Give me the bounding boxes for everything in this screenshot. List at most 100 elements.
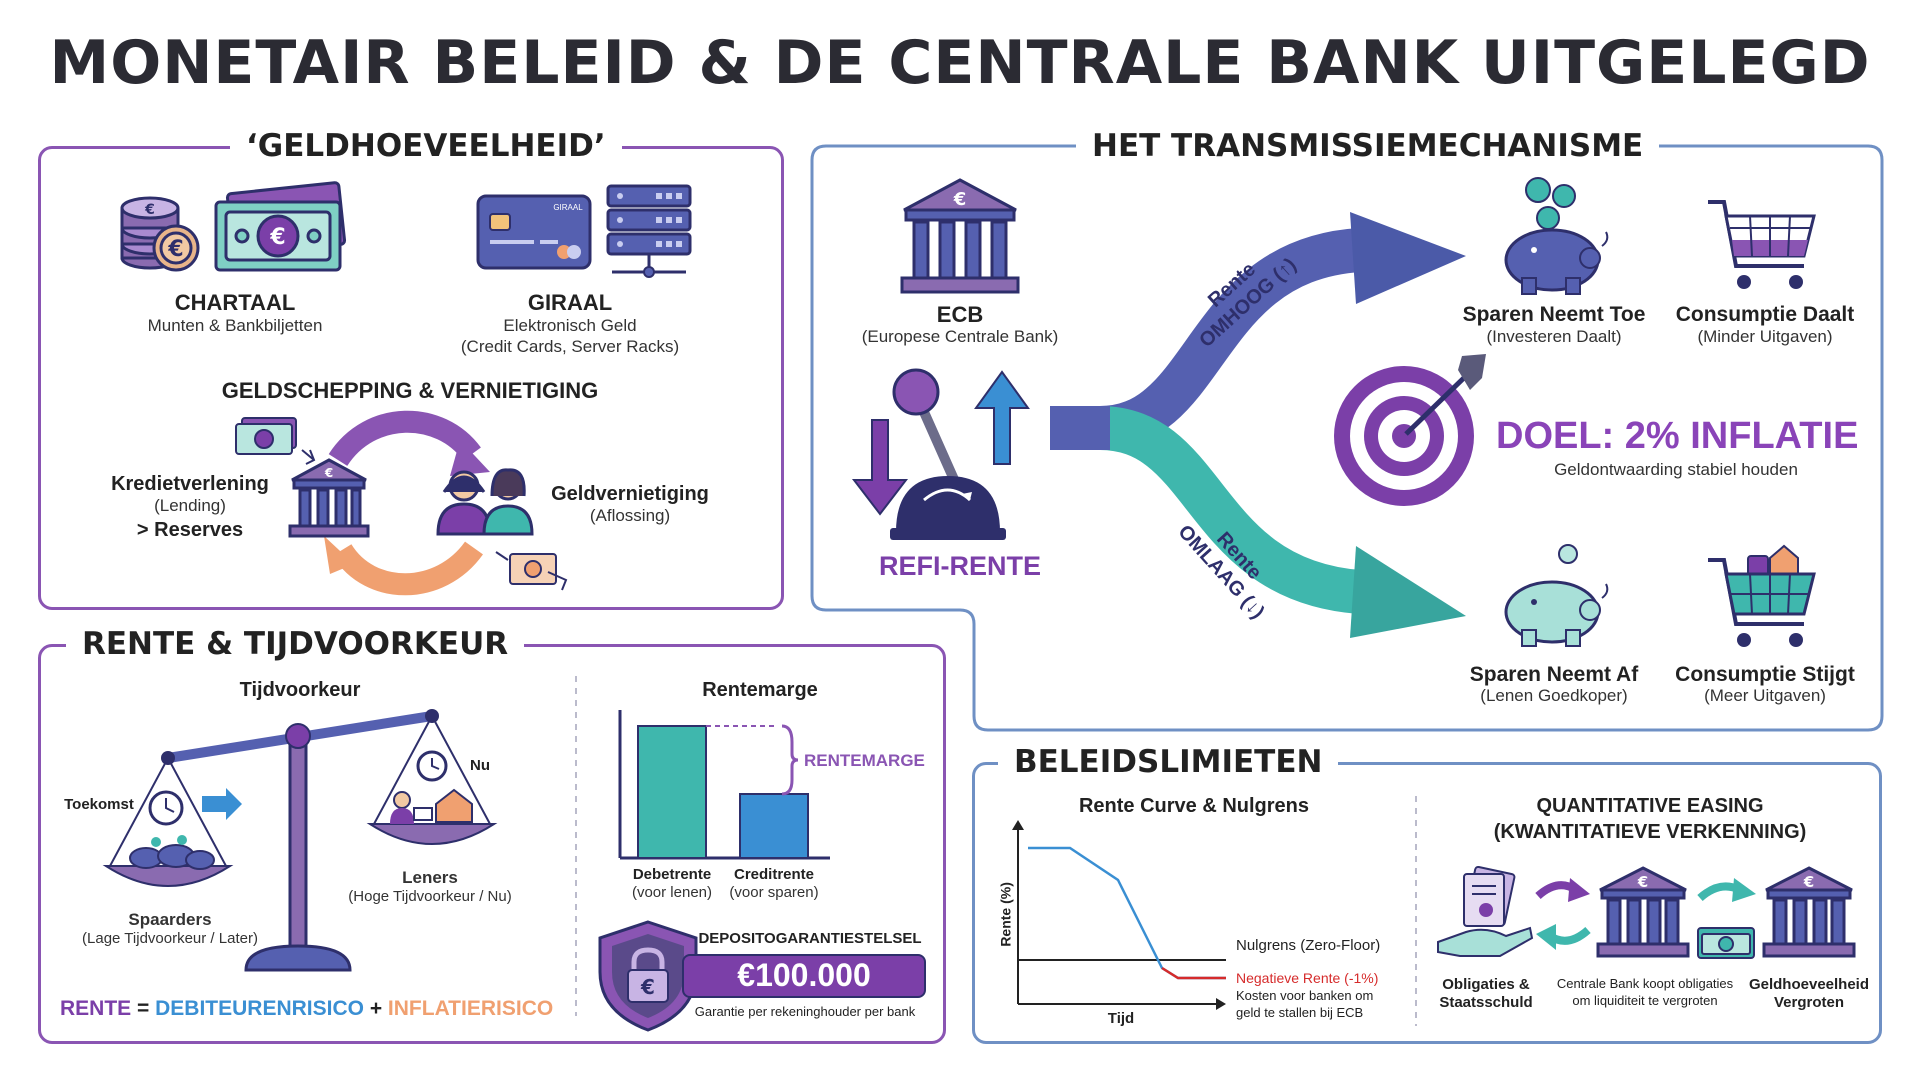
curve-title: Rente Curve & Nulgrens (1078, 795, 1310, 817)
svg-text:€: € (144, 202, 155, 218)
svg-text:€: € (1637, 873, 1648, 891)
giraal-sub2: (Credit Cards, Server Racks) (460, 337, 680, 356)
depo-amount-box (682, 954, 926, 998)
bank-small-icon: € (288, 458, 370, 538)
central-bank-icon: € (1596, 866, 1690, 958)
svg-text:€: € (324, 466, 333, 480)
svg-text:€: € (167, 237, 183, 262)
cycle-arrows (301, 410, 490, 596)
rentemarge-title: Rentemarge (702, 679, 818, 701)
lending-label: (Lending) (154, 496, 226, 515)
reserves-label: > Reserves (136, 519, 244, 541)
aflossing-label: (Aflossing) (589, 506, 671, 525)
geldhoeveelheid-title: ‘GELDHOEVEELHEID’ (230, 128, 622, 164)
chartaal-sub: Munten & Bankbiljetten (147, 316, 323, 335)
qe-arrow-money (1697, 878, 1756, 959)
svg-text:€: € (953, 189, 967, 210)
ecb-bank-icon: € (900, 178, 1020, 294)
doel-label: DOEL: 2% INFLATIE (1496, 415, 1859, 457)
people-icon (436, 468, 534, 536)
page-title: MONETAIR BELEID & DE CENTRALE BANK UITGE… (49, 28, 1871, 98)
consumptie-stijgt-sub: (Meer Uitgaven) (1704, 686, 1826, 705)
geldvernietiging-label: Geldvernietiging (551, 483, 709, 505)
shopping-cart-down-icon (1708, 200, 1816, 289)
rentemarge-label: RENTEMARGE (804, 751, 925, 770)
negatieve-rente-line (1161, 966, 1226, 980)
ecb-sub: (Europese Centrale Bank) (861, 327, 1059, 346)
qe-b2: om liquiditeit te vergroten (1572, 993, 1718, 1008)
negatieve-rente-sub2: geld te stallen bij ECB (1236, 1005, 1364, 1020)
card-text: GIRAAL (553, 203, 583, 212)
balance-scale-icon (102, 709, 498, 972)
creditrente-bar (739, 793, 809, 859)
qe-b1: Centrale Bank koopt obligaties (1556, 976, 1734, 991)
bonds-hand-icon (1437, 865, 1534, 957)
nulgrens-label: Nulgrens (Zero-Floor) (1236, 937, 1381, 954)
giraal-sub1: Elektronisch Geld (503, 316, 637, 335)
qe-a2: Staatsschuld (1439, 994, 1533, 1011)
tijdvoorkeur-title: Tijdvoorkeur (239, 679, 361, 701)
beleidslimieten-title: BELEIDSLIMIETEN (998, 744, 1339, 780)
formula-plus: + (363, 997, 388, 1020)
doel-sub: Geldontwaarding stabiel houden (1554, 460, 1798, 479)
svg-text:€: € (1803, 873, 1814, 891)
rente-curve-line (1028, 846, 1226, 980)
sparen-af-sub: (Lenen Goedkoper) (1480, 686, 1628, 705)
qe-title2: (KWANTITATIEVE VERKENNING) (1493, 821, 1807, 843)
negatieve-rente-sub1: Kosten voor banken om (1236, 988, 1374, 1003)
small-banknote-icon (235, 417, 297, 455)
svg-text:€: € (269, 225, 285, 250)
shield-lock-icon: € (598, 920, 698, 1032)
xlabel: Tijd (1107, 1010, 1135, 1027)
transmission-arrows (1050, 212, 1466, 638)
qe-arrows-left (1535, 878, 1591, 950)
rentemarge-chart: RENTEMARGE (618, 710, 925, 860)
ecb-label: ECB (936, 302, 984, 327)
consumptie-daalt-sub: (Minder Uitgaven) (1697, 327, 1833, 346)
nu-label: Nu (470, 757, 490, 774)
toekomst-label: Toekomst (64, 796, 134, 813)
formula-inflatierisico: INFLATIERISICO (387, 997, 554, 1020)
leners-sub: (Hoge Tijdvoorkeur / Nu) (348, 888, 512, 905)
piggy-bank-down-icon (1504, 544, 1609, 647)
qe-c1: Geldhoeveelheid (1748, 976, 1870, 993)
rente-title: RENTE & TIJDVOORKEUR (66, 626, 525, 662)
spaarders-label: Spaarders (128, 910, 212, 929)
svg-text:€: € (640, 975, 655, 999)
spaarders-sub: (Lage Tijdvoorkeur / Later) (82, 930, 258, 947)
transmissie-title: HET TRANSMISSIEMECHANISME (1076, 128, 1660, 164)
qe-a1: Obligaties & (1442, 976, 1530, 993)
credit-label: Creditrente (733, 866, 815, 883)
rente-curve-chart (1012, 820, 1226, 1010)
geldschepping-title: GELDSCHEPPING & VERNIETIGING (221, 378, 599, 403)
qe-title1: QUANTITATIVE EASING (1536, 795, 1764, 817)
shopping-cart-up-icon (1708, 544, 1816, 647)
debet-label: Debetrente (632, 866, 712, 883)
giraal-title: GIRAAL (527, 290, 613, 315)
depo-amount: €100.000 (737, 957, 871, 993)
piggy-bank-up-icon (1504, 177, 1609, 295)
leners-label: Leners (402, 868, 458, 887)
kredietverlening-label: Kredietverlening (111, 473, 269, 495)
formula-debiteurenrisico: DEBITEURENRISICO (155, 997, 364, 1020)
rente-divider (575, 676, 577, 1016)
credit-sub: (voor sparen) (729, 884, 819, 901)
formula-rente: RENTE (60, 997, 132, 1020)
sparen-toe-sub: (Investeren Daalt) (1486, 327, 1622, 346)
limieten-divider (1415, 796, 1417, 1026)
bank-money-icon: € (1762, 866, 1856, 958)
refi-rente-label: REFI-RENTE (879, 551, 1041, 581)
consumptie-stijgt-label: Consumptie Stijgt (1675, 663, 1855, 686)
consumptie-daalt-label: Consumptie Daalt (1675, 303, 1855, 326)
depo-sub: Garantie per rekeninghouder per bank (694, 1004, 916, 1019)
sparen-af-label: Sparen Neemt Af (1469, 663, 1639, 686)
negatieve-rente-label: Negatieve Rente (-1%) (1236, 970, 1379, 986)
qe-c2: Vergroten (1773, 994, 1845, 1011)
sparen-toe-label: Sparen Neemt Toe (1462, 303, 1646, 326)
depo-title: DEPOSITOGARANTIESTELSEL (698, 930, 922, 947)
debet-sub: (voor lenen) (631, 884, 713, 901)
target-icon (1334, 354, 1486, 506)
lever-icon (851, 368, 1030, 540)
payment-hand-icon (495, 551, 568, 591)
